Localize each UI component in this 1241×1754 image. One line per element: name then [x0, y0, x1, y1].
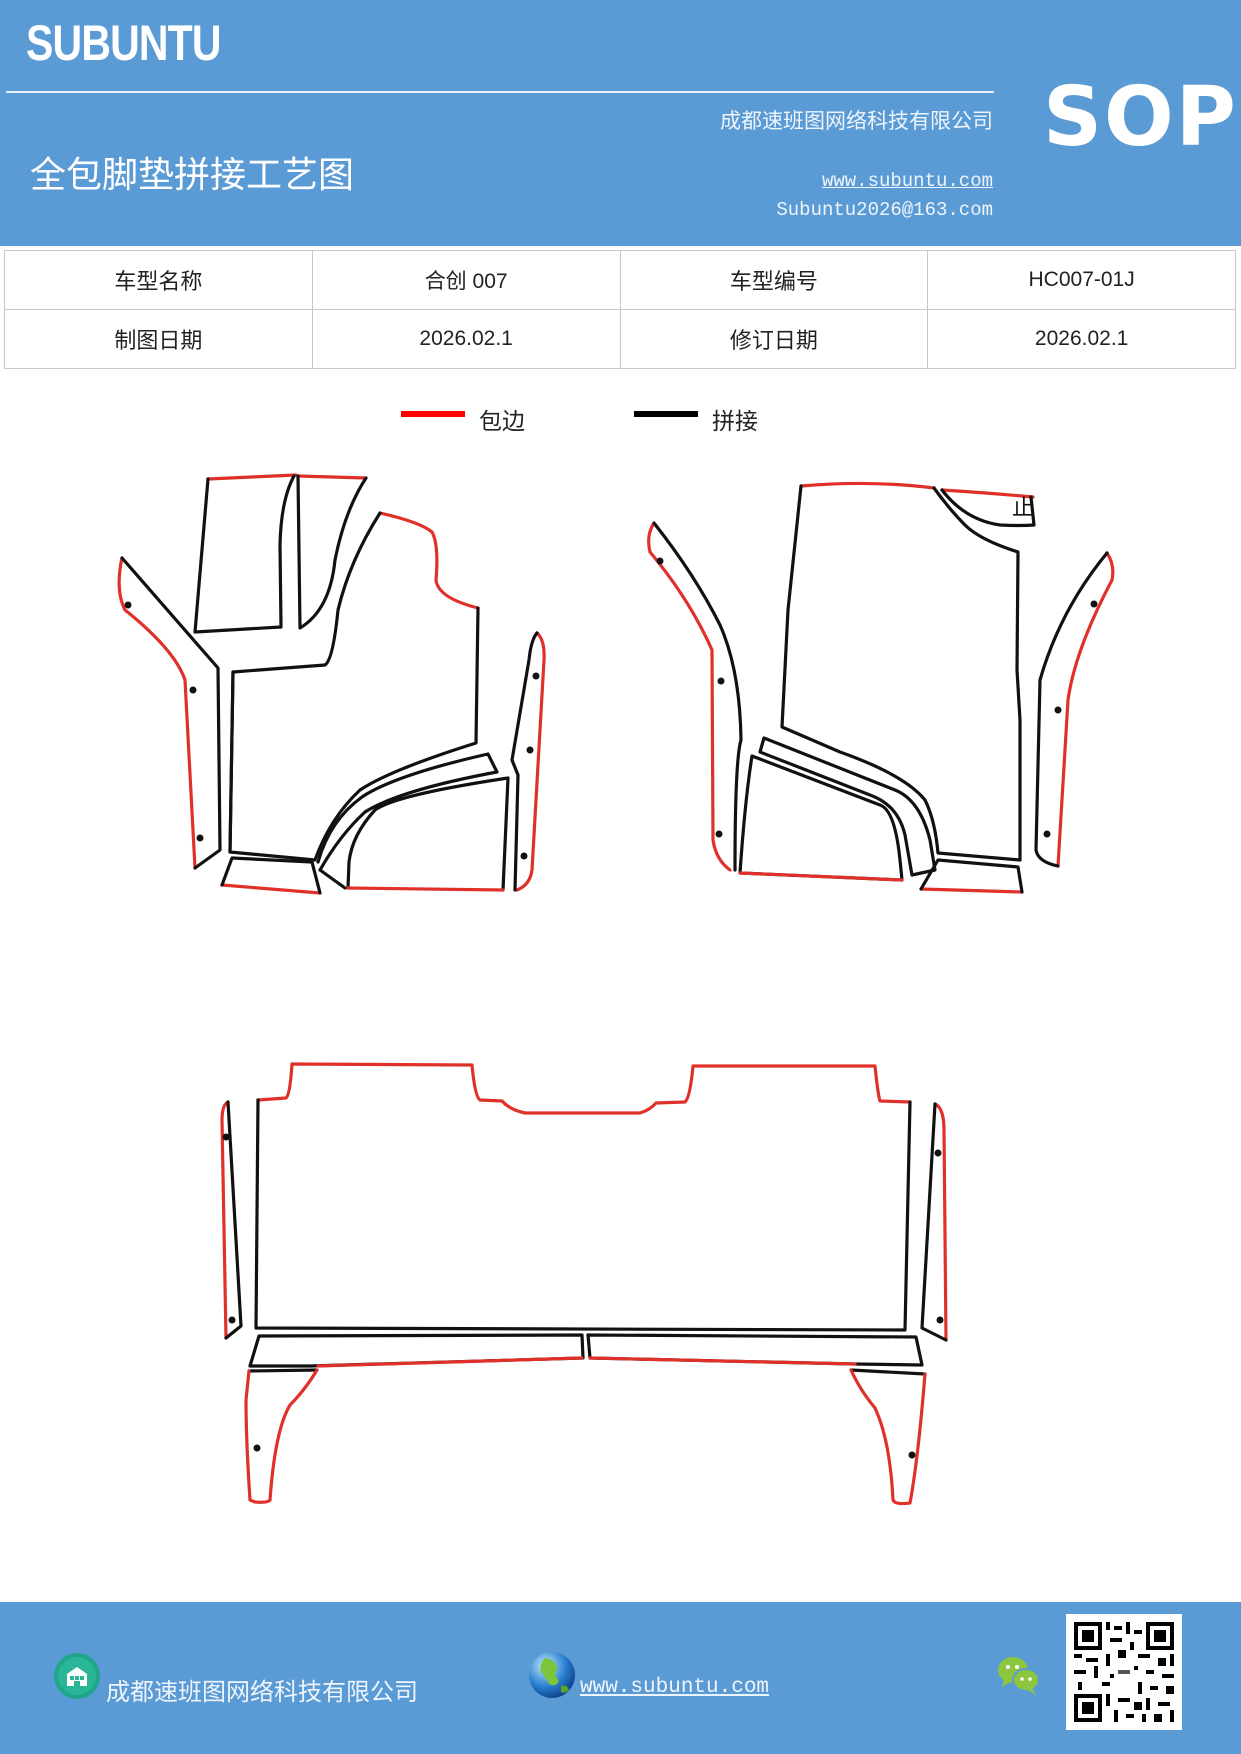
table-row: 车型名称 合创 007 车型编号 HC007-01J: [4, 250, 1236, 310]
floor-mat-diagram: 止: [117, 473, 1115, 1506]
header-banner: SUBUNTU SOP 全包脚垫拼接工艺图 成都速班图网络科技有限公司 www.…: [0, 0, 1241, 246]
wechat-icon: [998, 1657, 1040, 1695]
rivet-dots: [656, 557, 1098, 838]
rivet-dots: [222, 1133, 944, 1459]
rivet-dots: [124, 601, 540, 860]
legend-label: 拼接: [712, 409, 758, 435]
footer-company-name: 成都速班图网络科技有限公司: [106, 1678, 418, 1706]
value-revision-date: 2026.02.1: [927, 309, 1236, 369]
footer-website-link[interactable]: www.subuntu.com: [580, 1676, 770, 1699]
header-divider: [6, 91, 994, 93]
qr-code-pattern: [1066, 1614, 1182, 1730]
value-model-code: HC007-01J: [927, 250, 1236, 310]
front-right-section: 止: [647, 481, 1115, 894]
value-draw-date: 2026.02.1: [311, 309, 621, 369]
legend-label: 包边: [479, 409, 525, 435]
vehicle-info-table: 车型名称 合创 007 车型编号 HC007-01J 制图日期 2026.02.…: [4, 250, 1236, 369]
front-left-section: [117, 473, 546, 895]
page-title: 全包脚垫拼接工艺图: [30, 155, 355, 196]
rear-section: [220, 1062, 948, 1506]
table-row: 制图日期 2026.02.1 修订日期 2026.02.1: [4, 309, 1236, 369]
black-line-swatch: [634, 411, 698, 417]
footer-banner: 成都速班图网络科技有限公司 www.subuntu.com: [0, 1602, 1241, 1754]
qr-code[interactable]: [1066, 1614, 1182, 1730]
brand-logo: SUBUNTU: [26, 15, 222, 71]
email-address: Subuntu2026@163.com: [776, 199, 993, 221]
sop-badge: SOP: [1043, 70, 1238, 165]
label-draw-date: 制图日期: [4, 309, 313, 369]
website-link[interactable]: www.subuntu.com: [821, 170, 993, 192]
building-icon: [54, 1653, 100, 1699]
label-model-code: 车型编号: [619, 250, 929, 310]
stop-marker: 止: [1012, 496, 1034, 521]
red-line-swatch: [401, 411, 465, 417]
label-model-name: 车型名称: [4, 250, 313, 310]
value-model-name: 合创 007: [311, 250, 621, 310]
label-revision-date: 修订日期: [619, 309, 929, 369]
globe-icon: [529, 1652, 575, 1698]
company-name: 成都速班图网络科技有限公司: [720, 109, 993, 133]
